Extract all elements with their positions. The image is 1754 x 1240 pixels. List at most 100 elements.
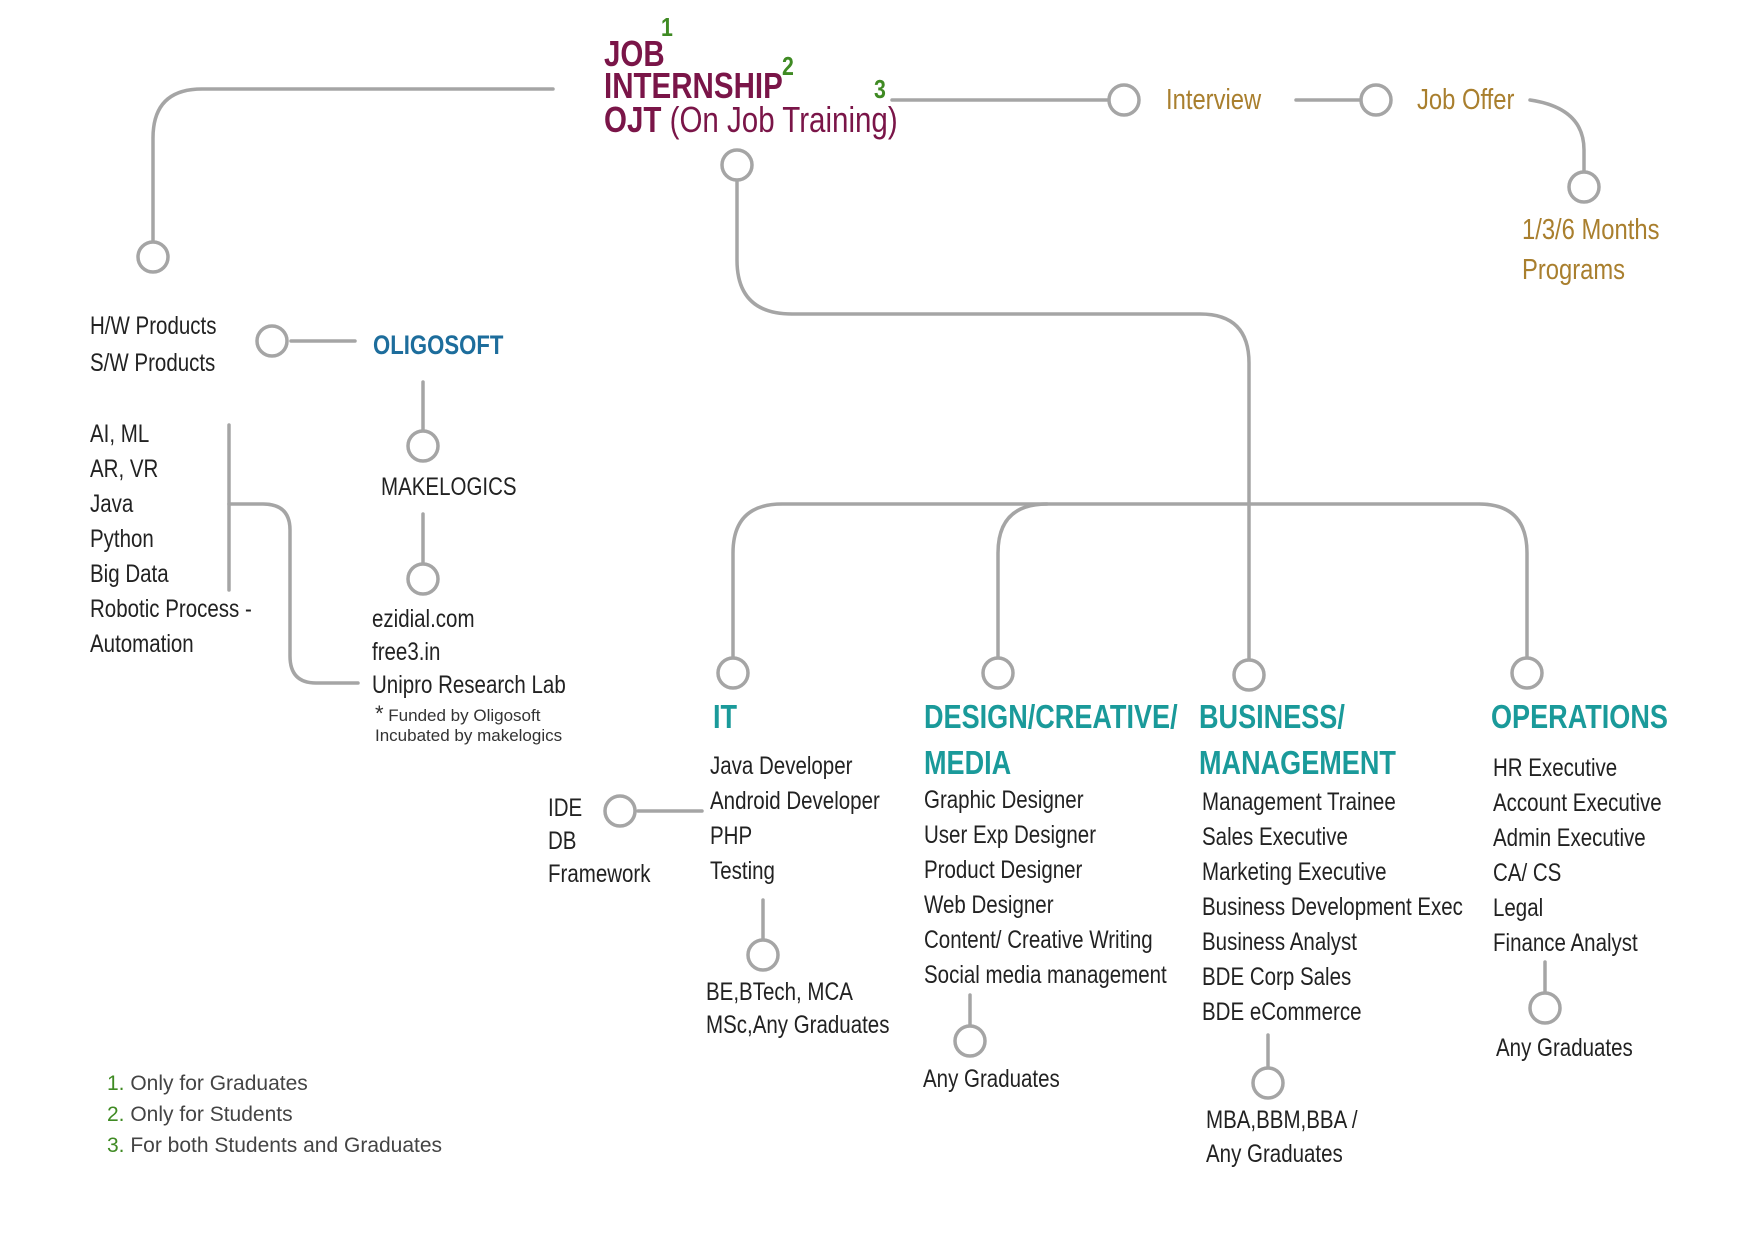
design-role: Social media management: [924, 961, 1167, 989]
node-ventures: [406, 562, 440, 596]
node-it-skills: [603, 794, 637, 828]
operations-role: Finance Analyst: [1493, 929, 1638, 957]
node-job-offer: [1359, 83, 1393, 117]
design-role: User Exp Designer: [924, 821, 1097, 849]
operations-role: HR Executive: [1493, 754, 1618, 782]
node-operations: [1510, 656, 1544, 690]
node-makelogics: [406, 429, 440, 463]
venture-footnote-line2: Incubated by makelogics: [375, 726, 563, 745]
operations-role: Account Executive: [1493, 789, 1662, 817]
node-design-qualification: [953, 1024, 987, 1058]
marker-1: 1: [661, 12, 673, 42]
business-role: Business Development Exec: [1202, 893, 1463, 921]
line-technologies-to-ventures: [227, 502, 360, 685]
business-role: Marketing Executive: [1202, 858, 1387, 886]
node-it-qualification: [746, 938, 780, 972]
node-business: [1232, 658, 1266, 692]
venture-item: free3.in: [372, 638, 441, 666]
design-role: Content/ Creative Writing: [924, 926, 1153, 954]
flow-programs-line1: 1/3/6 Months: [1522, 214, 1660, 246]
line-title-to-departments: [735, 177, 1251, 661]
node-title-bottom: [720, 148, 754, 182]
it-qualification-line: BE,BTech, MCA: [706, 978, 853, 1006]
title-ojt: OJT (On Job Training): [604, 100, 898, 140]
business-qualification: MBA,BBM,BBA / Any Graduates: [1206, 1103, 1358, 1171]
node-design: [981, 656, 1015, 690]
business-role: Business Analyst: [1202, 928, 1357, 956]
technology-item: Python: [90, 525, 154, 553]
node-products: [255, 324, 289, 358]
venture-item: Unipro Research Lab: [372, 671, 566, 699]
venture-footnote-line1: * Funded by Oligosoft: [375, 701, 541, 726]
technology-item: Java: [90, 490, 134, 518]
business-role: Sales Executive: [1202, 823, 1348, 851]
technology-list: AI, ML AR, VR Java Python Big Data Robot…: [90, 417, 252, 662]
flow-programs-line2: Programs: [1522, 254, 1626, 286]
business-qualification-line: Any Graduates: [1206, 1140, 1343, 1168]
line-department-bus: [731, 502, 1529, 661]
design-role-list: Graphic Designer User Exp Designer Produ…: [924, 783, 1167, 993]
it-role: Java Developer: [710, 752, 853, 780]
heading-business-line1: BUSINESS/: [1199, 698, 1345, 735]
operations-role: Legal: [1493, 894, 1544, 922]
it-skill-list: IDE DB Framework: [548, 792, 651, 891]
design-role: Web Designer: [924, 891, 1054, 919]
it-role: Testing: [710, 857, 775, 885]
title-job: JOB: [604, 33, 665, 74]
heading-design-line1: DESIGN/CREATIVE/: [924, 698, 1178, 735]
design-qualification: Any Graduates: [923, 1065, 1060, 1093]
business-role: BDE Corp Sales: [1202, 963, 1352, 991]
heading-design: DESIGN/CREATIVE/ MEDIA: [924, 694, 1178, 786]
node-interview: [1107, 83, 1141, 117]
it-qualification: BE,BTech, MCA MSc,Any Graduates: [706, 976, 889, 1042]
technology-item: AR, VR: [90, 455, 159, 483]
technology-item: AI, ML: [90, 420, 150, 448]
heading-operations: OPERATIONS: [1491, 698, 1668, 735]
business-role-list: Management Trainee Sales Executive Marke…: [1202, 785, 1463, 1030]
design-role: Product Designer: [924, 856, 1083, 884]
it-role: Android Developer: [710, 787, 880, 815]
title-ojt-full: (On Job Training): [661, 99, 898, 140]
flow-job-offer: Job Offer: [1417, 84, 1515, 116]
makelogics-label: MAKELOGICS: [381, 473, 517, 501]
node-it: [716, 656, 750, 690]
title-ojt-abbrev: OJT: [604, 99, 662, 140]
product-item: H/W Products: [90, 312, 217, 340]
flow-programs: 1/3/6 Months Programs: [1522, 210, 1659, 290]
business-role: BDE eCommerce: [1202, 998, 1362, 1026]
marker-2: 2: [782, 51, 794, 81]
it-qualification-line: MSc,Any Graduates: [706, 1011, 890, 1039]
oligosoft-label: OLIGOSOFT: [373, 330, 504, 360]
operations-role-list: HR Executive Account Executive Admin Exe…: [1493, 751, 1662, 961]
product-item: S/W Products: [90, 349, 216, 377]
it-skill: IDE: [548, 794, 583, 822]
node-programs: [1567, 170, 1601, 204]
operations-qualification: Any Graduates: [1496, 1034, 1633, 1062]
it-skill: DB: [548, 827, 577, 855]
heading-it: IT: [713, 698, 738, 735]
heading-business: BUSINESS/ MANAGEMENT: [1199, 694, 1396, 786]
footnote-star: *: [375, 701, 384, 726]
operations-role: CA/ CS: [1493, 859, 1562, 887]
business-qualification-line: MBA,BBM,BBA /: [1206, 1106, 1358, 1134]
venture-footnote: * Funded by Oligosoft Incubated by makel…: [375, 701, 563, 746]
flow-interview: Interview: [1166, 84, 1262, 116]
technology-item: Robotic Process -: [90, 595, 252, 623]
node-left-top: [136, 240, 170, 274]
venture-item: ezidial.com: [372, 605, 475, 633]
technology-item: Big Data: [90, 560, 169, 588]
it-role: PHP: [710, 822, 753, 850]
business-role: Management Trainee: [1202, 788, 1396, 816]
node-operations-qualification: [1528, 991, 1562, 1025]
legend-item: 2. Only for Students: [107, 1103, 293, 1126]
legend-item: 3. For both Students and Graduates: [107, 1134, 443, 1157]
it-skill: Framework: [548, 860, 651, 888]
line-title-to-left: [151, 87, 555, 242]
venture-list: ezidial.com free3.in Unipro Research Lab: [372, 603, 566, 702]
legend-item: 1. Only for Graduates: [107, 1072, 308, 1095]
product-list: H/W Products S/W Products: [90, 308, 216, 382]
operations-role: Admin Executive: [1493, 824, 1646, 852]
heading-design-line2: MEDIA: [924, 744, 1012, 781]
node-business-qualification: [1251, 1066, 1285, 1100]
